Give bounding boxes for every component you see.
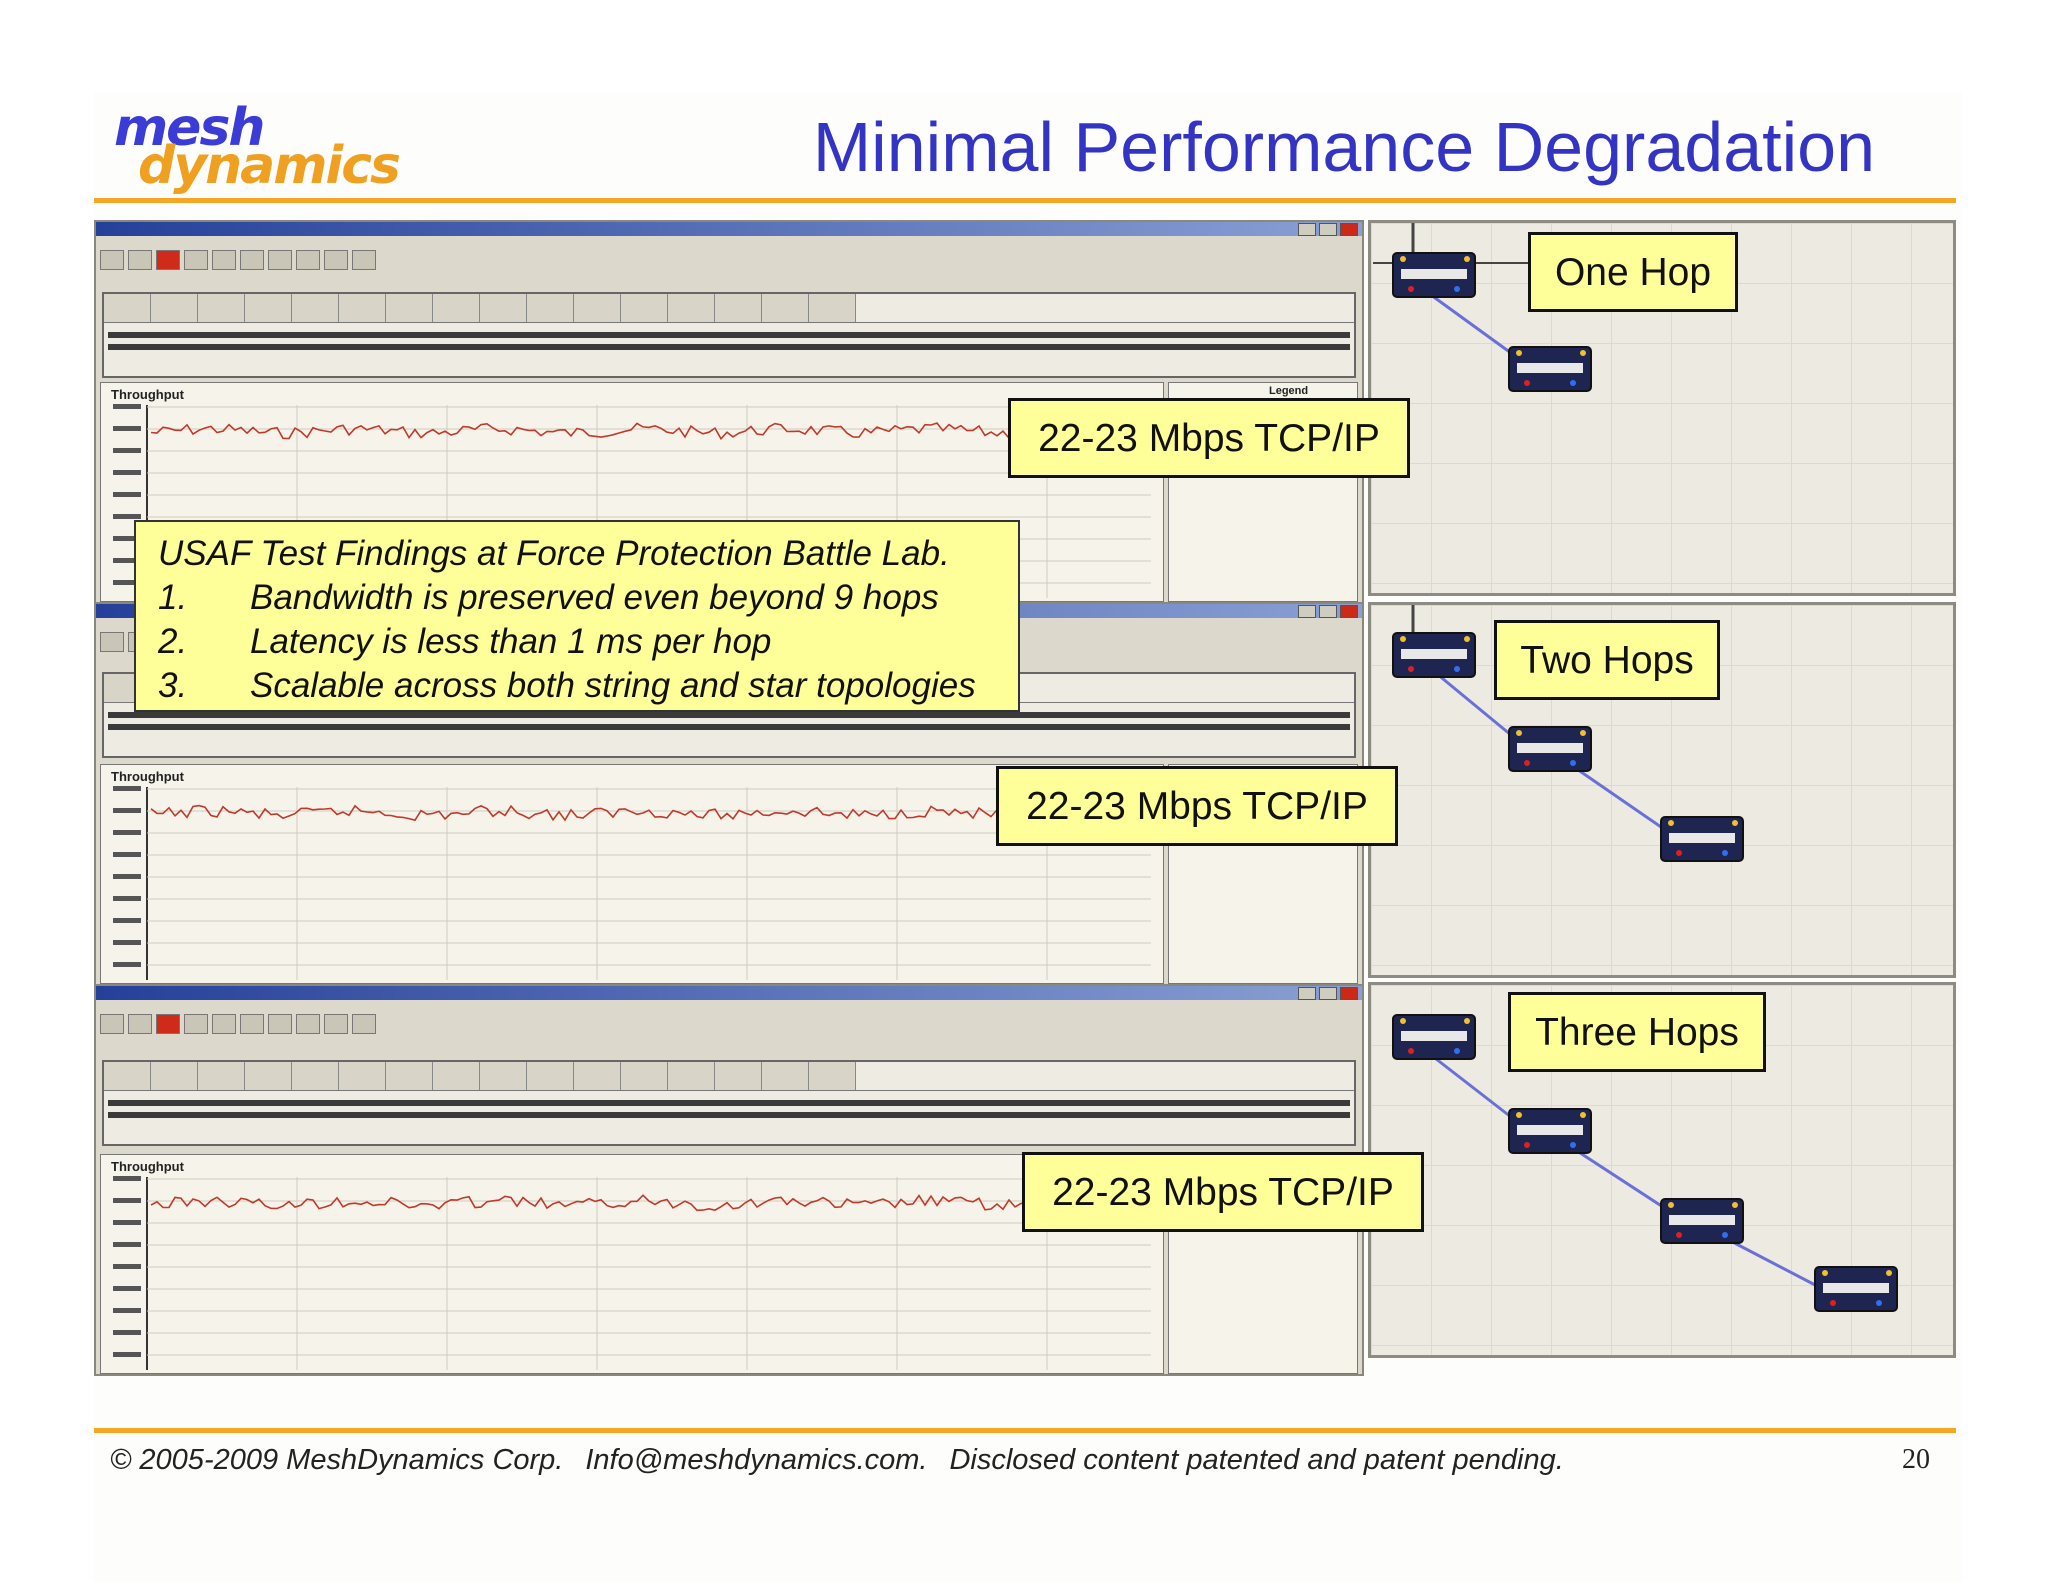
two-hops-label: Two Hops [1494,620,1720,700]
mesh-node-icon[interactable] [1392,252,1476,298]
slide-title: Minimal Performance Degradation [812,108,1875,186]
mesh-node-icon[interactable] [1392,1014,1476,1060]
throughput-trace [150,804,1148,822]
window-toolbar [100,250,860,270]
logo-dynamics-text: dynamics [138,136,401,196]
chart-label: Throughput [111,387,184,402]
toolbar-button[interactable] [324,1014,348,1034]
mesh-node-icon[interactable] [1392,632,1476,678]
toolbar-button[interactable] [296,250,320,270]
topology-diagram [1373,223,1592,392]
toolbar-button[interactable] [128,1014,152,1034]
mesh-node-icon[interactable] [1814,1266,1898,1312]
finding-item: 1.Bandwidth is preserved even beyond 9 h… [158,578,939,617]
maximize-icon[interactable] [1319,223,1337,236]
footer-rule [94,1428,1956,1433]
toolbar-button[interactable] [296,1014,320,1034]
page-number: 20 [1902,1444,1930,1475]
maximize-icon[interactable] [1319,987,1337,1000]
stop-icon[interactable] [156,1014,180,1034]
one-hop-label: One Hop [1528,232,1738,312]
footer: © 2005-2009 MeshDynamics Corp. Info@meshd… [110,1444,1564,1477]
footer-notice: Disclosed content patented and patent pe… [949,1444,1564,1476]
toolbar-button[interactable] [128,250,152,270]
toolbar-button[interactable] [100,1014,124,1034]
pair-table [102,1060,1356,1146]
toolbar-button[interactable] [100,250,124,270]
close-icon[interactable] [1340,223,1358,236]
minimize-icon[interactable] [1298,987,1316,1000]
toolbar-button[interactable] [240,1014,264,1034]
test-window-3: Throughput [94,984,1364,1376]
maximize-icon[interactable] [1319,605,1337,618]
throughput-plot [113,1176,1151,1370]
footer-copyright: © 2005-2009 MeshDynamics Corp. [110,1444,564,1476]
throughput-callout-1: 22-23 Mbps TCP/IP [1008,398,1410,478]
throughput-trace [150,1194,1148,1212]
toolbar-button[interactable] [184,250,208,270]
findings-title: USAF Test Findings at Force Protection B… [158,534,950,573]
toolbar-button[interactable] [352,250,376,270]
close-icon[interactable] [1340,605,1358,618]
throughput-chart: Throughput [100,1154,1164,1374]
footer-email[interactable]: Info@meshdynamics.com. [585,1444,928,1476]
toolbar-button[interactable] [268,250,292,270]
toolbar-button[interactable] [240,250,264,270]
throughput-callout-3: 22-23 Mbps TCP/IP [1022,1152,1424,1232]
minimize-icon[interactable] [1298,605,1316,618]
close-icon[interactable] [1340,987,1358,1000]
minimize-icon[interactable] [1298,223,1316,236]
findings-box: USAF Test Findings at Force Protection B… [134,520,1020,712]
topology-diagram [1392,1014,1898,1312]
throughput-callout-2: 22-23 Mbps TCP/IP [996,766,1398,846]
throughput-chart: Throughput [100,764,1164,984]
stop-icon[interactable] [156,250,180,270]
company-logo: mesh dynamics [110,98,401,196]
header-rule [94,198,1956,203]
finding-item: 3.Scalable across both string and star t… [158,666,976,705]
chart-label: Throughput [111,769,184,784]
throughput-trace [150,422,1148,441]
toolbar-button[interactable] [324,250,348,270]
mesh-node-icon[interactable] [1660,1198,1744,1244]
window-titlebar [96,222,1362,236]
toolbar-button[interactable] [184,1014,208,1034]
toolbar-button[interactable] [100,632,124,652]
topology-diagram [1392,605,1744,862]
chart-label: Throughput [111,1159,184,1174]
mesh-node-icon[interactable] [1508,346,1592,392]
logo-mesh-text: mesh [114,98,265,158]
finding-item: 2.Latency is less than 1 ms per hop [158,622,772,661]
toolbar-button[interactable] [212,1014,236,1034]
toolbar-button[interactable] [268,1014,292,1034]
mesh-node-icon[interactable] [1508,1108,1592,1154]
window-toolbar [100,1014,860,1034]
pair-table [102,292,1356,378]
three-hops-label: Three Hops [1508,992,1766,1072]
toolbar-button[interactable] [212,250,236,270]
mesh-node-icon[interactable] [1508,726,1592,772]
throughput-plot [113,786,1151,980]
mesh-node-icon[interactable] [1660,816,1744,862]
toolbar-button[interactable] [352,1014,376,1034]
legend-label: Legend [1269,385,1309,397]
window-titlebar [96,986,1362,1000]
